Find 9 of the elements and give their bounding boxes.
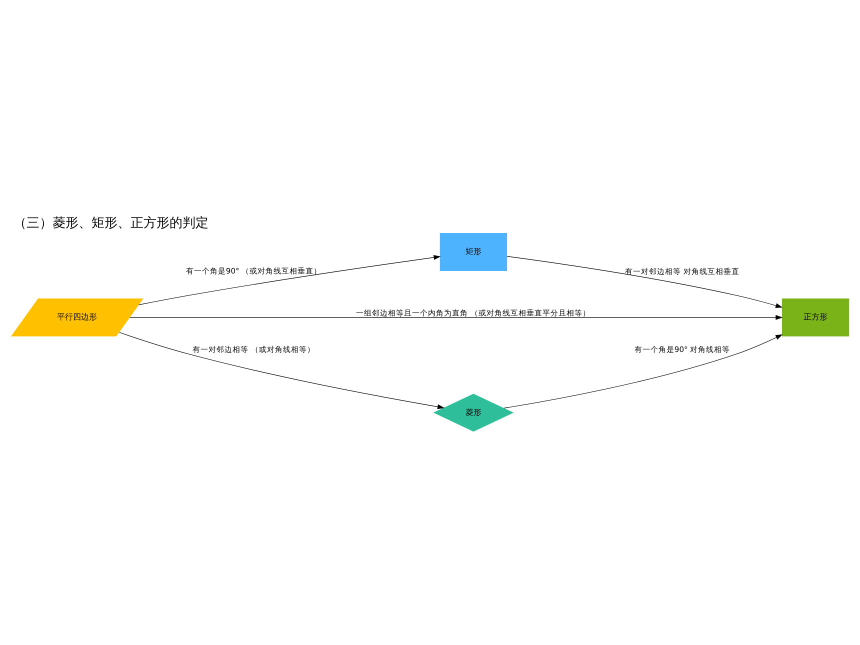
- node-diamond: 菱形: [433, 393, 514, 432]
- diagram-title: （三）菱形、矩形、正方形的判定: [14, 215, 209, 230]
- arrow: [506, 256, 783, 308]
- arrow: [119, 332, 445, 409]
- arrow: [504, 334, 783, 408]
- node-box: 矩形: [440, 232, 508, 270]
- arrow: [138, 254, 441, 305]
- arrow: [130, 314, 783, 320]
- node-box: 正方形: [782, 298, 850, 336]
